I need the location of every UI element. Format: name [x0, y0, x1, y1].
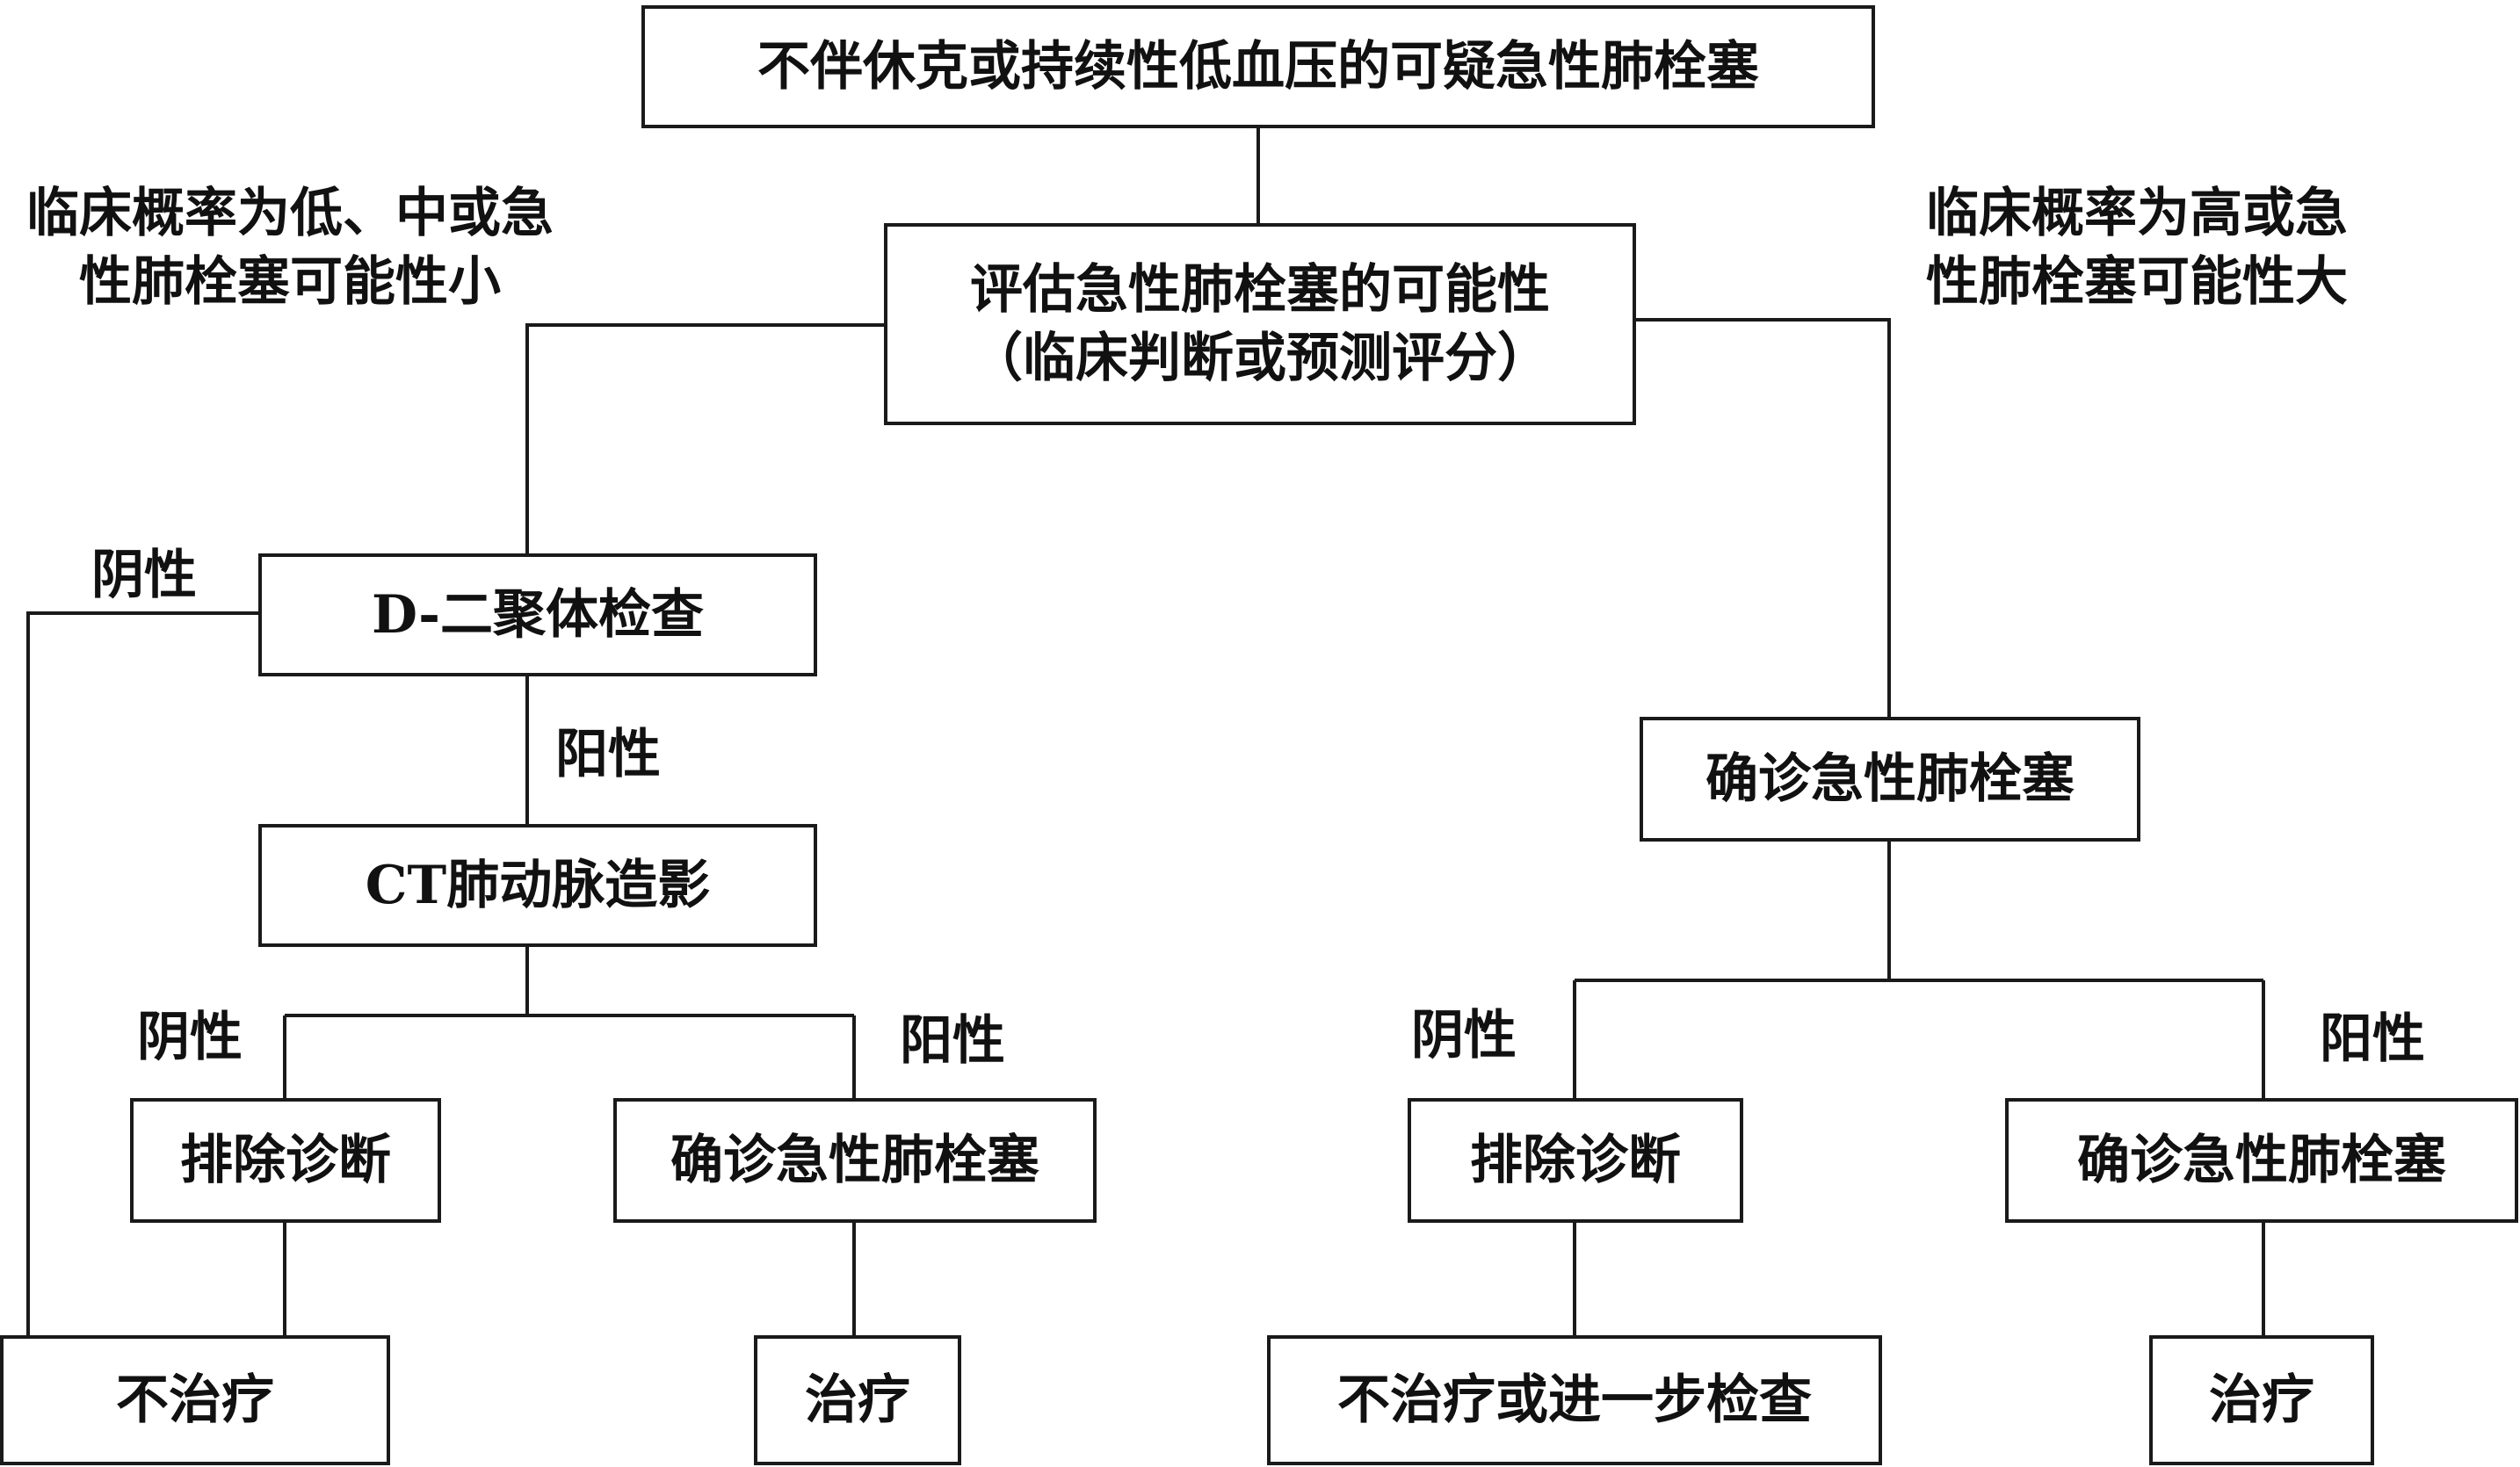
- treat-left-node: 治疗: [754, 1335, 961, 1465]
- treat-left-text: 治疗: [805, 1369, 910, 1431]
- assess-probability-node: 评估急性肺栓塞的可能性 （临床判断或预测评分）: [884, 223, 1636, 425]
- high-probability-line2: 性肺栓塞可能性大: [1926, 251, 2348, 313]
- no-treat-left-text: 不治疗: [116, 1369, 274, 1431]
- ddimer-positive-label: 阳性: [555, 724, 661, 785]
- right-positive-label: 阳性: [2320, 1008, 2425, 1070]
- confirm-left-text: 确诊急性肺栓塞: [670, 1130, 1039, 1191]
- exclude-left-node: 排除诊断: [130, 1098, 441, 1223]
- suspected-pe-node: 不伴休克或持续性低血压的可疑急性肺栓塞: [641, 5, 1875, 128]
- assess-probability-line1: 评估急性肺栓塞的可能性: [970, 259, 1550, 321]
- ddimer-text: D-二聚体检查: [371, 584, 705, 646]
- connector-assess-to-confirm-right: [1634, 318, 1891, 717]
- confirm-left-node: 确诊急性肺栓塞: [613, 1098, 1097, 1223]
- high-probability-label: 临床概率为高或急 性肺栓塞可能性大: [1926, 179, 2348, 316]
- no-treat-left-node: 不治疗: [0, 1335, 390, 1465]
- connector-ddimer-negative-to-no-treat: [26, 611, 258, 1335]
- ctpa-node: CT肺动脉造影: [258, 824, 817, 947]
- connector-assess-to-ddimer: [525, 323, 886, 553]
- connector-confirm-right-split: [1573, 840, 2265, 1098]
- high-probability-line1: 临床概率为高或急: [1926, 183, 2348, 244]
- treat-right-node: 治疗: [2149, 1335, 2374, 1465]
- confirm-right-node: 确诊急性肺栓塞: [1640, 717, 2140, 842]
- no-treat-or-further-node: 不治疗或进一步检查: [1267, 1335, 1882, 1465]
- ddimer-node: D-二聚体检查: [258, 553, 817, 676]
- treat-right-text: 治疗: [2209, 1369, 2314, 1431]
- exclude-right-node: 排除诊断: [1408, 1098, 1743, 1223]
- ctpa-positive-label: 阳性: [900, 1010, 1005, 1072]
- confirm-far-right-node: 确诊急性肺栓塞: [2005, 1098, 2518, 1223]
- ctpa-text: CT肺动脉造影: [365, 855, 711, 916]
- low-probability-label: 临床概率为低、中或急 性肺栓塞可能性小: [26, 179, 554, 316]
- right-negative-label: 阴性: [1411, 1005, 1517, 1066]
- no-treat-or-further-text: 不治疗或进一步检查: [1337, 1369, 1812, 1431]
- low-probability-line1: 临床概率为低、中或急: [26, 183, 554, 244]
- connector-ctpa-split: [283, 945, 856, 1098]
- ctpa-negative-label: 阴性: [137, 1007, 243, 1068]
- assess-probability-line2: （临床判断或预测评分）: [970, 328, 1550, 389]
- suspected-pe-text: 不伴休克或持续性低血压的可疑急性肺栓塞: [757, 36, 1759, 98]
- confirm-right-text: 确诊急性肺栓塞: [1705, 748, 2075, 810]
- low-probability-line2: 性肺栓塞可能性小: [79, 251, 501, 313]
- exclude-left-text: 排除诊断: [180, 1130, 391, 1191]
- ddimer-negative-label: 阴性: [91, 545, 197, 606]
- exclude-right-text: 排除诊断: [1470, 1130, 1681, 1191]
- confirm-far-right-text: 确诊急性肺栓塞: [2077, 1130, 2446, 1191]
